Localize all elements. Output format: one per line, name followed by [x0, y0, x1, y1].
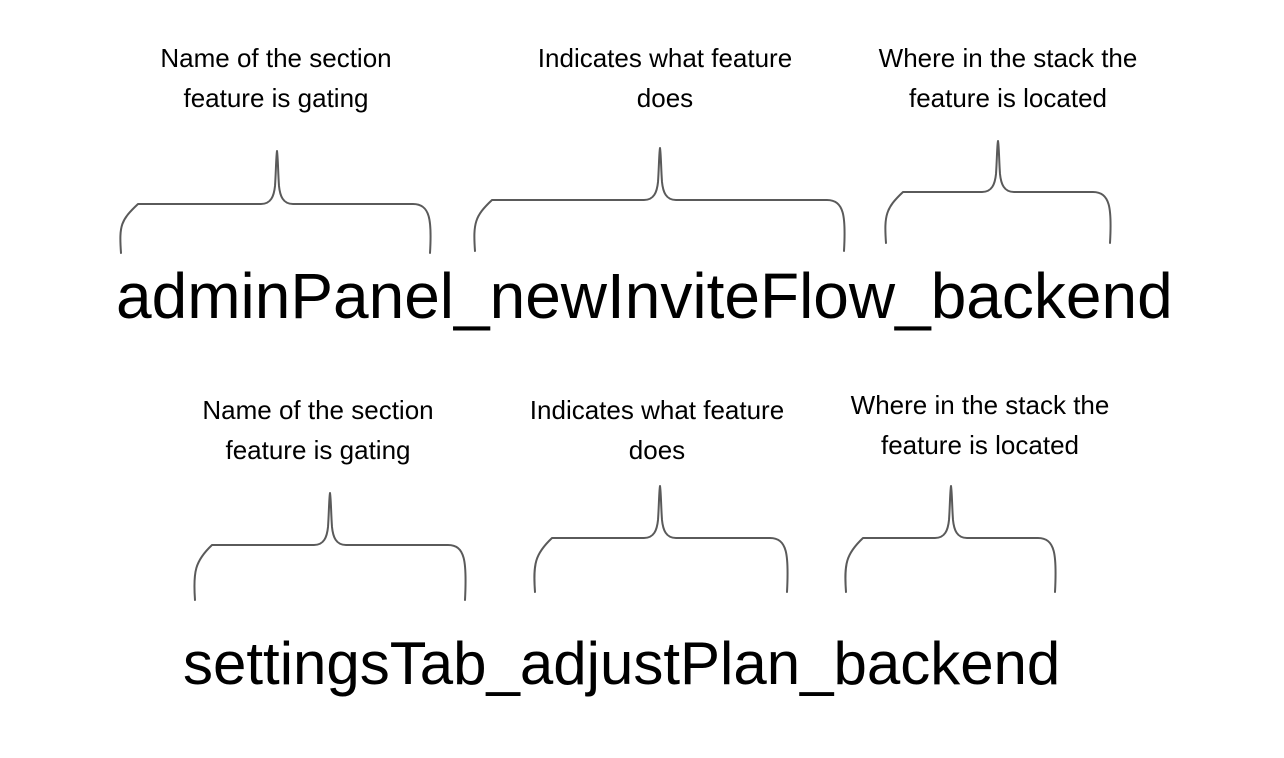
curly-brace-icon: [193, 492, 467, 601]
curly-brace-icon: [119, 150, 432, 254]
curly-brace-icon: [533, 485, 789, 593]
annotation-line: does: [636, 83, 694, 113]
annotation-line: Where in the stack the: [878, 43, 1138, 73]
annotation-feature-purpose: Indicates what feature does: [505, 38, 825, 118]
annotation-section-name: Name of the section feature is gating: [138, 390, 498, 470]
annotation-stack-location: Where in the stack the feature is locate…: [848, 38, 1168, 118]
annotation-line: feature is located: [908, 83, 1107, 113]
annotation-stack-location: Where in the stack the feature is locate…: [820, 385, 1140, 465]
annotation-feature-purpose: Indicates what feature does: [497, 390, 817, 470]
flag-name-1: adminPanel_newInviteFlow_backend: [116, 260, 1173, 332]
curly-brace-icon: [884, 140, 1112, 244]
annotation-line: Indicates what feature: [537, 43, 793, 73]
annotation-line: feature is gating: [183, 83, 369, 113]
annotation-line: feature is gating: [225, 435, 411, 465]
annotation-line: Name of the section: [160, 43, 392, 73]
annotation-line: does: [628, 435, 686, 465]
annotation-line: Name of the section: [202, 395, 434, 425]
annotation-line: feature is located: [880, 430, 1079, 460]
annotation-line: Where in the stack the: [850, 390, 1110, 420]
annotation-section-name: Name of the section feature is gating: [96, 38, 456, 118]
annotation-line: Indicates what feature: [529, 395, 785, 425]
flag-name-2: settingsTab_adjustPlan_backend: [183, 630, 1061, 697]
curly-brace-icon: [844, 485, 1057, 593]
curly-brace-icon: [473, 147, 846, 252]
